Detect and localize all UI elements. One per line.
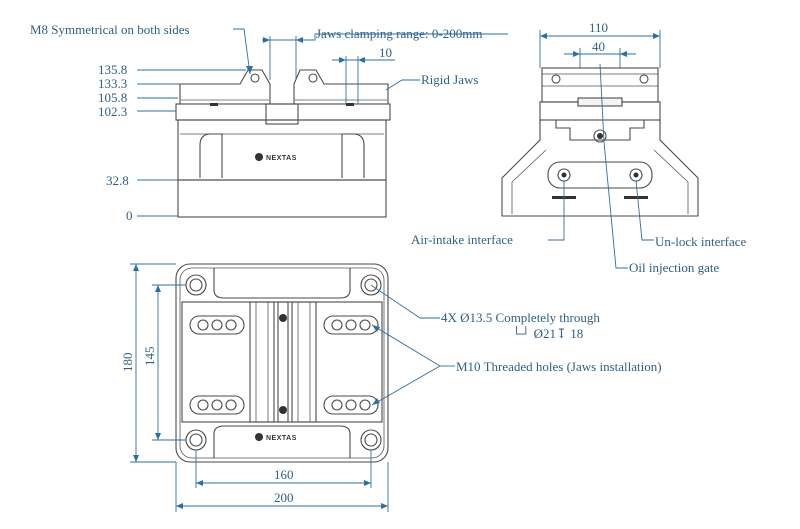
- brand-text-front: NEXTAS: [266, 155, 297, 162]
- note-through-holes: 4X Ø13.5 Completely through: [441, 310, 600, 325]
- spindle-screw-bottom: [279, 406, 287, 414]
- note-rigid-jaws: Rigid Jaws: [421, 72, 478, 87]
- dim-32-8: 32.8: [106, 173, 129, 188]
- dim-133-3: 133.3: [98, 76, 127, 91]
- spindle-screw-top: [279, 314, 287, 322]
- left-jaw: [179, 69, 271, 104]
- front-body: [177, 119, 387, 181]
- top-outline: [175, 263, 389, 463]
- dim-180: 180: [120, 353, 135, 373]
- brand-logo-icon: [255, 153, 263, 161]
- side-view: 110 40 Air-intake interface Un-lock inte…: [411, 20, 747, 275]
- side-jaw-hole-right: [639, 74, 649, 84]
- top-lower-recess: [213, 425, 351, 458]
- right-jaw-rail: [291, 301, 317, 423]
- dim-102-3: 102.3: [98, 104, 127, 119]
- front-base: [177, 179, 387, 218]
- dim-160: 160: [274, 467, 294, 482]
- note-jaws-range: Jaws clamping range: 0-200mm: [316, 26, 482, 41]
- front-center-block: [265, 103, 299, 125]
- m8-hole-left: [250, 73, 260, 83]
- note-oil-gate: Oil injection gate: [629, 260, 719, 275]
- dim-200: 200: [274, 490, 294, 505]
- m10-holes-bottom-right: [323, 395, 379, 415]
- front-right-recess: [341, 133, 365, 178]
- dim-105-8: 105.8: [98, 90, 127, 105]
- m10-holes-bottom-left: [189, 395, 245, 415]
- front-left-recess: [199, 133, 223, 178]
- corner-hole-tr: [360, 274, 382, 296]
- dim-110: 110: [589, 20, 608, 35]
- side-port-slot: [547, 161, 653, 189]
- note-counterbore: └┘ Ø21↧ 18: [512, 326, 583, 341]
- oil-injection-port: [593, 129, 607, 143]
- brand-logo-icon-top: [255, 433, 263, 441]
- corner-hole-br: [360, 429, 382, 451]
- top-upper-recess: [213, 268, 351, 299]
- corner-hole-bl: [185, 429, 207, 451]
- left-jaw-rail: [249, 301, 275, 423]
- unlock-tag: [624, 196, 648, 199]
- dim-145: 145: [142, 347, 157, 367]
- side-jaw-hole-left: [551, 74, 561, 84]
- note-m8: M8 Symmetrical on both sides: [30, 22, 190, 37]
- front-top-plate: [175, 103, 391, 121]
- brand-text-top: NEXTAS: [266, 435, 297, 442]
- side-jaw: [541, 67, 659, 103]
- front-view: NEXTAS 135.8 133.3 105.8 102.3 32.8 0 M8…: [30, 22, 508, 223]
- top-view: NEXTAS 180 145 160 200 4X Ø13.5 Complete…: [120, 263, 662, 512]
- side-body-recess: [555, 120, 645, 141]
- corner-hole-tl: [185, 274, 207, 296]
- m10-holes-top-right: [323, 315, 379, 335]
- m10-holes-top-left: [189, 315, 245, 335]
- note-unlock: Un-lock interface: [655, 234, 747, 249]
- note-air-intake: Air-intake interface: [411, 232, 513, 247]
- front-screw-left: [210, 103, 218, 106]
- dim-40: 40: [592, 39, 605, 54]
- m8-hole-right: [308, 73, 318, 83]
- center-spindle: [277, 301, 289, 423]
- side-center-slot: [577, 97, 623, 107]
- dim-0: 0: [126, 208, 133, 223]
- right-jaw: [293, 69, 389, 104]
- dim-jaw-10: 10: [379, 45, 392, 60]
- front-screw-right: [346, 103, 354, 106]
- note-m10: M10 Threaded holes (Jaws installation): [456, 359, 662, 374]
- dim-135-8: 135.8: [98, 62, 127, 77]
